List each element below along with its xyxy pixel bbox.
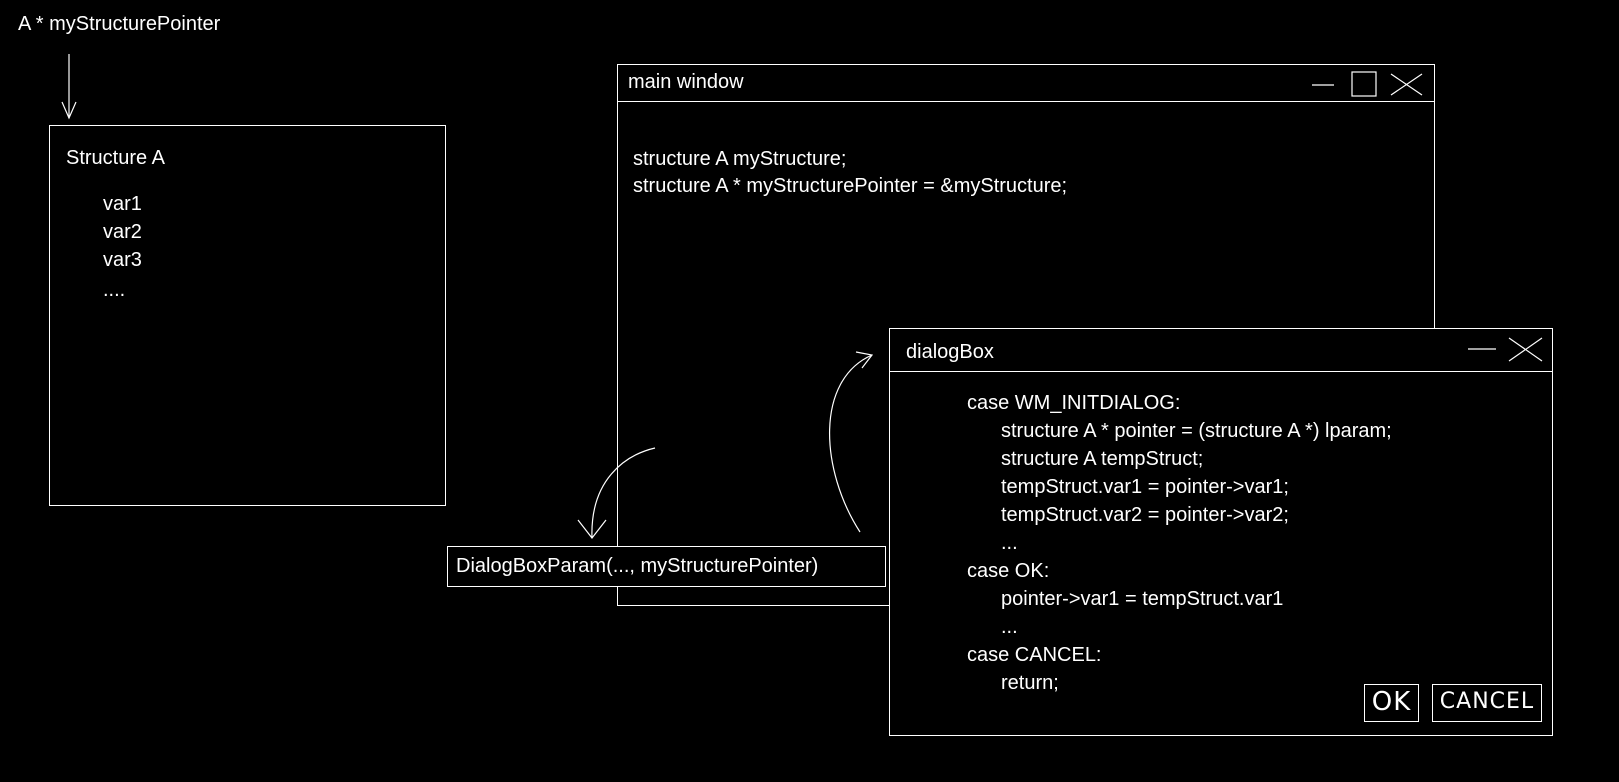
dialogboxparam-call-box: DialogBoxParam(..., myStructurePointer) (447, 546, 886, 587)
ok-button[interactable]: OK (1364, 684, 1419, 722)
main-window-titlebar: main window (618, 65, 1434, 102)
main-window-code-line: structure A myStructure; (633, 148, 847, 170)
pointer-label: A * myStructurePointer (18, 13, 221, 35)
structure-box: Structure A var1 var2 var3 .... (49, 125, 446, 506)
structure-var: var2 (103, 221, 142, 243)
cancel-button[interactable]: CANCEL (1432, 684, 1542, 722)
dialog-code-line: tempStruct.var1 = pointer->var1; (1001, 476, 1289, 498)
dialog-code-line: structure A tempStruct; (1001, 448, 1204, 470)
dialog-titlebar: dialogBox (890, 329, 1552, 372)
call-text: DialogBoxParam(..., myStructurePointer) (456, 555, 819, 577)
dialog-code-line: case WM_INITDIALOG: (967, 392, 1181, 414)
dialog-code-line: ... (1001, 616, 1018, 638)
dialog-code-line: case OK: (967, 560, 1050, 582)
down-arrow-icon (61, 54, 77, 120)
structure-title: Structure A (66, 147, 165, 169)
dialog-box: dialogBox case WM_INITDIALOG: structure … (889, 328, 1553, 736)
dialog-code-line: pointer->var1 = tempStruct.var1 (1001, 588, 1284, 610)
dialog-code-line: return; (1001, 672, 1059, 694)
dialog-code-line: case CANCEL: (967, 644, 1102, 666)
dialog-code-line: ... (1001, 532, 1018, 554)
ok-button-label: OK (1371, 687, 1412, 717)
main-window-code-line: structure A * myStructurePointer = &mySt… (633, 175, 1068, 197)
maximize-icon[interactable] (1351, 71, 1377, 97)
close-icon[interactable] (1390, 73, 1424, 97)
structure-var: var1 (103, 193, 142, 215)
dialog-title: dialogBox (906, 341, 994, 363)
dialog-code-line: tempStruct.var2 = pointer->var2; (1001, 504, 1289, 526)
structure-var: var3 (103, 249, 142, 271)
dialog-code-line: structure A * pointer = (structure A *) … (1001, 420, 1392, 442)
close-icon[interactable] (1508, 337, 1544, 363)
main-window-title: main window (628, 71, 744, 93)
cancel-button-label: CANCEL (1439, 689, 1535, 714)
minimize-icon[interactable] (1312, 73, 1336, 95)
minimize-icon[interactable] (1468, 339, 1498, 359)
structure-var: .... (103, 279, 126, 301)
